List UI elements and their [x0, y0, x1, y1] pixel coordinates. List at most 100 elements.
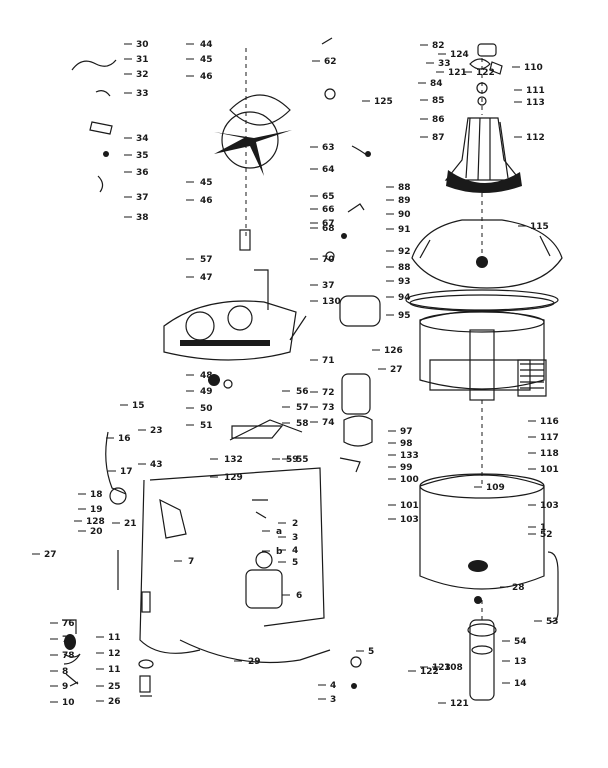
callout-93: 93 [398, 277, 411, 287]
callout-122: 122 [420, 667, 439, 677]
callout-88: 88 [398, 183, 411, 193]
callout-98: 98 [400, 439, 413, 449]
basket [419, 310, 547, 401]
callout-48: 48 [200, 371, 213, 381]
callout-91: 91 [398, 225, 411, 235]
callout-28: 28 [512, 583, 525, 593]
callout-51: 51 [200, 421, 213, 431]
callout-45: 45 [200, 178, 213, 188]
callout-122: 122 [476, 68, 495, 78]
callout-33: 33 [136, 89, 149, 99]
callout-52: 52 [540, 530, 553, 540]
callout-89: 89 [398, 196, 411, 206]
callout-77: 77 [62, 635, 75, 645]
callout-71: 71 [322, 356, 335, 366]
callout-16: 16 [118, 434, 131, 444]
callout-78: 78 [62, 651, 75, 661]
callout-62: 62 [324, 57, 337, 67]
callout-7: 7 [188, 557, 194, 567]
callout-37: 37 [322, 281, 335, 291]
callout-a: a [276, 527, 282, 537]
callout-82: 82 [432, 41, 445, 51]
callout-14: 14 [514, 679, 527, 689]
callout-74: 74 [322, 418, 335, 428]
callout-55: 55 [296, 455, 309, 465]
callout-53: 53 [546, 617, 559, 627]
callout-58: 58 [296, 419, 309, 429]
callout-31: 31 [136, 55, 149, 65]
callout-67: 67 [322, 219, 335, 229]
callout-86: 86 [432, 115, 445, 125]
callout-25: 25 [108, 682, 121, 692]
callout-45: 45 [200, 55, 213, 65]
callout-6: 6 [296, 591, 302, 601]
agitator-top-group [469, 43, 503, 115]
callout-88: 88 [398, 263, 411, 273]
callout-37: 37 [136, 193, 149, 203]
callout-49: 49 [200, 387, 213, 397]
callout-b: b [276, 547, 283, 557]
callout-125: 125 [374, 97, 393, 107]
callout-26: 26 [108, 697, 121, 707]
callout-128: 128 [86, 517, 105, 527]
callout-64: 64 [322, 165, 335, 175]
callout-56: 56 [296, 387, 309, 397]
callout-70: 70 [322, 255, 335, 265]
callout-33: 33 [438, 59, 451, 69]
callout-12: 12 [108, 649, 121, 659]
callout-27: 27 [44, 550, 57, 560]
callout-19: 19 [90, 505, 103, 515]
callout-113: 113 [526, 98, 545, 108]
callout-99: 99 [400, 463, 413, 473]
callout-4: 4 [330, 681, 336, 691]
callout-36: 36 [136, 168, 149, 178]
gearcase [163, 269, 307, 389]
motor [245, 499, 283, 609]
tub-ring [405, 289, 559, 312]
callout-44: 44 [200, 40, 213, 50]
callout-72: 72 [322, 388, 335, 398]
callout-126: 126 [384, 346, 403, 356]
callout-87: 87 [432, 133, 445, 143]
callout-101: 101 [400, 501, 419, 511]
callout-132: 132 [224, 455, 243, 465]
callout-4: 4 [292, 546, 298, 556]
callout-84: 84 [430, 79, 443, 89]
callout-30: 30 [136, 40, 149, 50]
callout-133: 133 [400, 451, 419, 461]
callout-66: 66 [322, 205, 335, 215]
agitator [444, 117, 522, 260]
callout-68: 68 [322, 224, 335, 234]
callout-50: 50 [200, 404, 213, 414]
callout-labels: 3031323334353637384445464546574762636465… [32, 40, 559, 709]
outer-tub [419, 400, 559, 623]
callout-9: 9 [62, 682, 68, 692]
clutch-spider [214, 48, 292, 251]
callout-124: 124 [450, 50, 469, 60]
callout-38: 38 [136, 213, 149, 223]
drive-tube [467, 600, 497, 701]
callout-85: 85 [432, 96, 445, 106]
callout-18: 18 [90, 490, 103, 500]
callout-130: 130 [322, 297, 341, 307]
callout-57: 57 [200, 255, 213, 265]
callout-20: 20 [90, 527, 103, 537]
callout-65: 65 [322, 192, 335, 202]
callout-116: 116 [540, 417, 559, 427]
callout-101: 101 [540, 465, 559, 475]
callout-95: 95 [398, 311, 411, 321]
callout-23: 23 [150, 426, 163, 436]
callout-90: 90 [398, 210, 411, 220]
callout-115: 115 [530, 222, 549, 232]
callout-92: 92 [398, 247, 411, 257]
callout-29: 29 [248, 657, 261, 667]
callout-123: 123 [432, 663, 451, 673]
callout-57: 57 [296, 403, 309, 413]
callout-121: 121 [448, 68, 467, 78]
callout-15: 15 [132, 401, 145, 411]
callout-103: 103 [540, 501, 559, 511]
callout-17: 17 [120, 467, 133, 477]
callout-3: 3 [292, 533, 298, 543]
callout-34: 34 [136, 134, 149, 144]
callout-59: 59 [286, 455, 299, 465]
